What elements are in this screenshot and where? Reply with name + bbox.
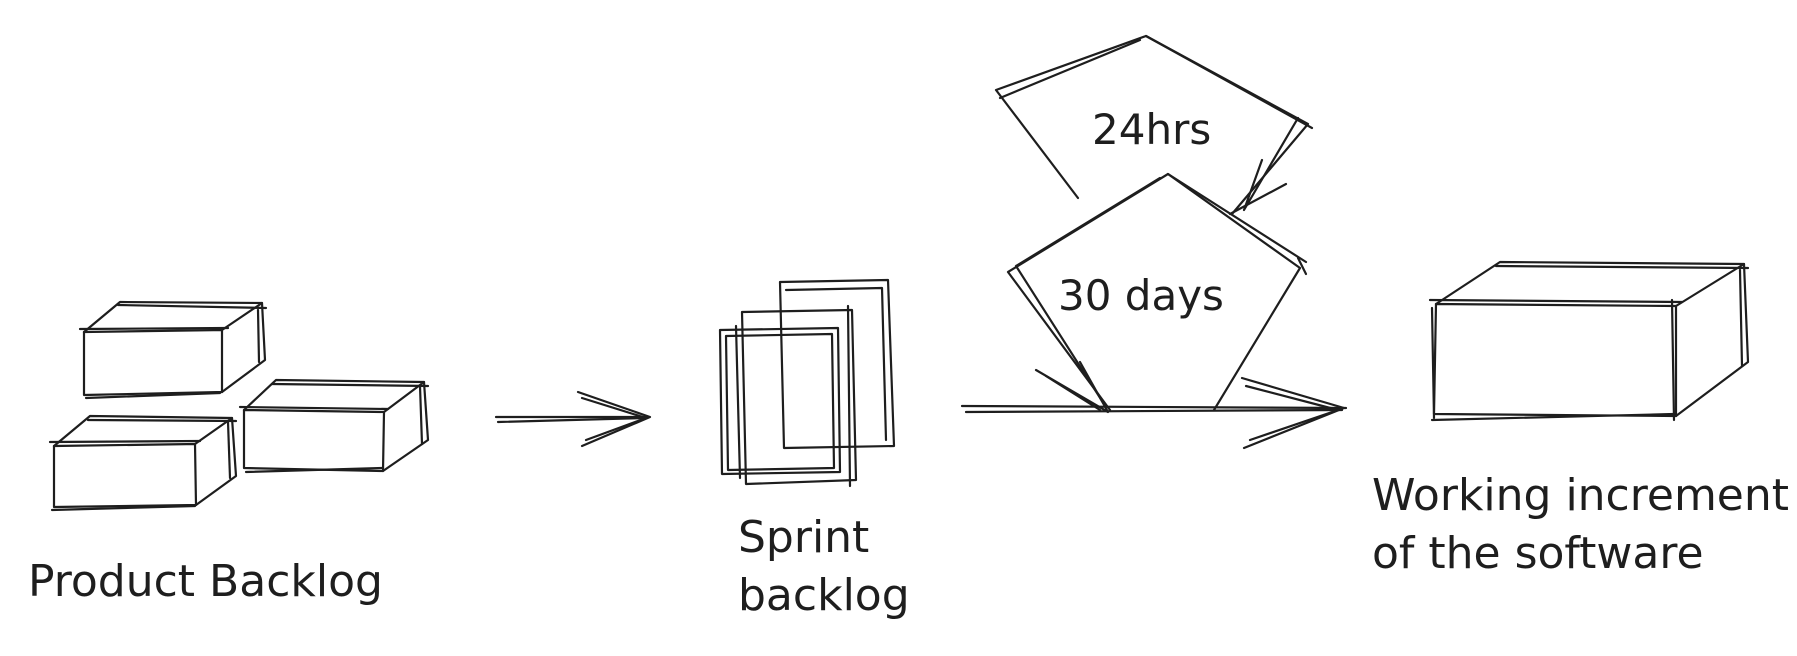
increment-label-line2: of the software xyxy=(1372,528,1704,579)
product-backlog-boxes xyxy=(48,300,430,512)
sprint-backlog-stack xyxy=(718,278,896,488)
increment-label-line1: Working increment xyxy=(1372,470,1790,521)
backlog-box-bottom-right xyxy=(238,378,430,474)
increment-box xyxy=(1428,260,1750,422)
daily-cycle-label: 24hrs xyxy=(1092,105,1212,154)
sprint-cycle-shape xyxy=(1006,172,1308,414)
sprint-backlog-label-line1: Sprint xyxy=(738,512,870,563)
sprint-cycle-label: 30 days xyxy=(1058,271,1224,320)
backlog-box-bottom-left xyxy=(48,414,238,512)
sprint-backlog-label-line2: backlog xyxy=(738,570,910,621)
backlog-box-top xyxy=(78,300,268,400)
daily-cycle-shape xyxy=(994,34,1314,216)
sprint-timeline-arrow xyxy=(960,376,1348,450)
product-backlog-label: Product Backlog xyxy=(28,556,383,607)
arrow-to-sprint-backlog xyxy=(494,390,652,448)
